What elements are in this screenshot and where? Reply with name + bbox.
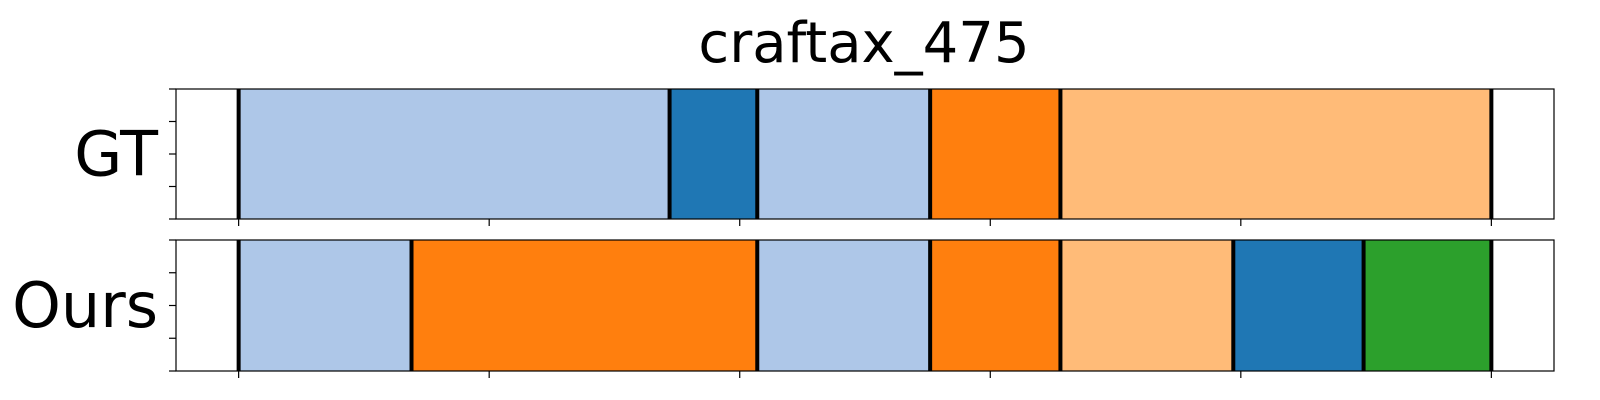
segment-4 [1060,240,1234,371]
chart-title: craftax_475 [698,11,1029,76]
row-label-gt: GT [74,118,159,191]
row-label-ours: Ours [12,269,158,342]
track-gt: GT [74,88,1555,226]
segment-2 [757,240,931,371]
segment-3 [930,89,1061,219]
segment-0 [238,240,412,371]
track-ours: Ours [12,239,1555,378]
tracks-layer: GT Ours [12,88,1555,378]
segment-2 [757,89,931,219]
segment-1 [411,240,758,371]
segment-4 [1060,89,1492,219]
segment-0 [238,89,670,219]
segment-1 [669,89,758,219]
segment-5 [1233,240,1364,371]
segment-3 [930,240,1061,371]
segment-6 [1363,240,1492,371]
